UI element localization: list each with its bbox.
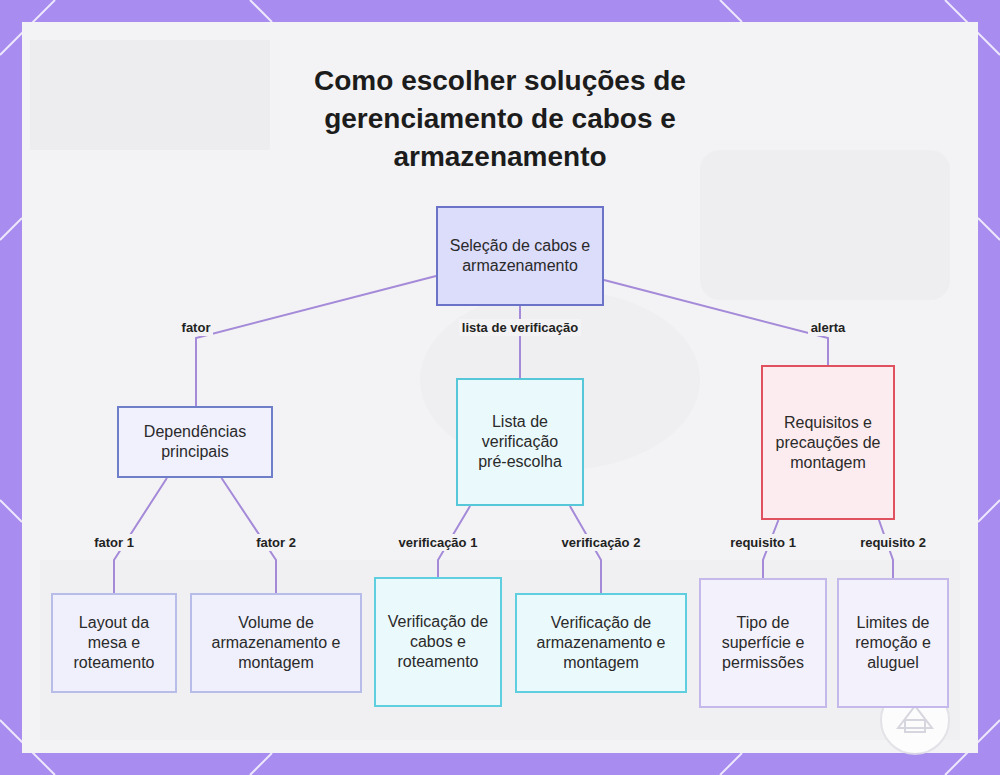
edge-label: fator 1 <box>91 534 137 551</box>
edge-label: requisito 2 <box>857 534 929 551</box>
blurred-photo <box>30 40 960 740</box>
node-box: Verificação de armazenamento e montagem <box>515 593 687 693</box>
node-label: Seleção de cabos e armazenamento <box>446 236 594 276</box>
edge-label: verificação 1 <box>396 534 481 551</box>
node-label: Requisitos e precauções de montagem <box>771 413 885 473</box>
node-box: Volume de armazenamento e montagem <box>190 593 362 693</box>
panel <box>22 22 978 753</box>
node-label: Verificação de cabos e roteamento <box>384 612 492 672</box>
node-box: Requisitos e precauções de montagem <box>761 365 895 520</box>
edge-label: fator 2 <box>253 534 299 551</box>
diagram-title: Como escolher soluções de gerenciamento … <box>285 62 715 176</box>
node-box: Limites de remoção e aluguel <box>837 578 949 708</box>
node-label: Lista de verificação pré-escolha <box>466 412 574 472</box>
edge-label: fator <box>179 319 214 336</box>
edge-label: verificação 2 <box>559 534 644 551</box>
node-label: Limites de remoção e aluguel <box>847 613 939 673</box>
node-box: Dependências principais <box>117 406 273 478</box>
connector <box>604 280 828 365</box>
node-label: Layout da mesa e roteamento <box>61 613 167 673</box>
edge-label: alerta <box>808 319 849 336</box>
node-box: Seleção de cabos e armazenamento <box>436 206 604 306</box>
edge-label: requisito 1 <box>727 534 799 551</box>
node-label: Dependências principais <box>127 422 263 462</box>
node-box: Lista de verificação pré-escolha <box>456 378 584 506</box>
node-label: Volume de armazenamento e montagem <box>200 613 352 673</box>
connector <box>519 306 521 378</box>
node-label: Verificação de armazenamento e montagem <box>525 613 677 673</box>
node-box: Verificação de cabos e roteamento <box>374 577 502 707</box>
node-label: Tipo de superfície e permissões <box>709 613 817 673</box>
edge-label: lista de verificação <box>459 319 581 336</box>
connector <box>196 276 436 406</box>
node-box: Layout da mesa e roteamento <box>51 593 177 693</box>
node-box: Tipo de superfície e permissões <box>699 578 827 708</box>
